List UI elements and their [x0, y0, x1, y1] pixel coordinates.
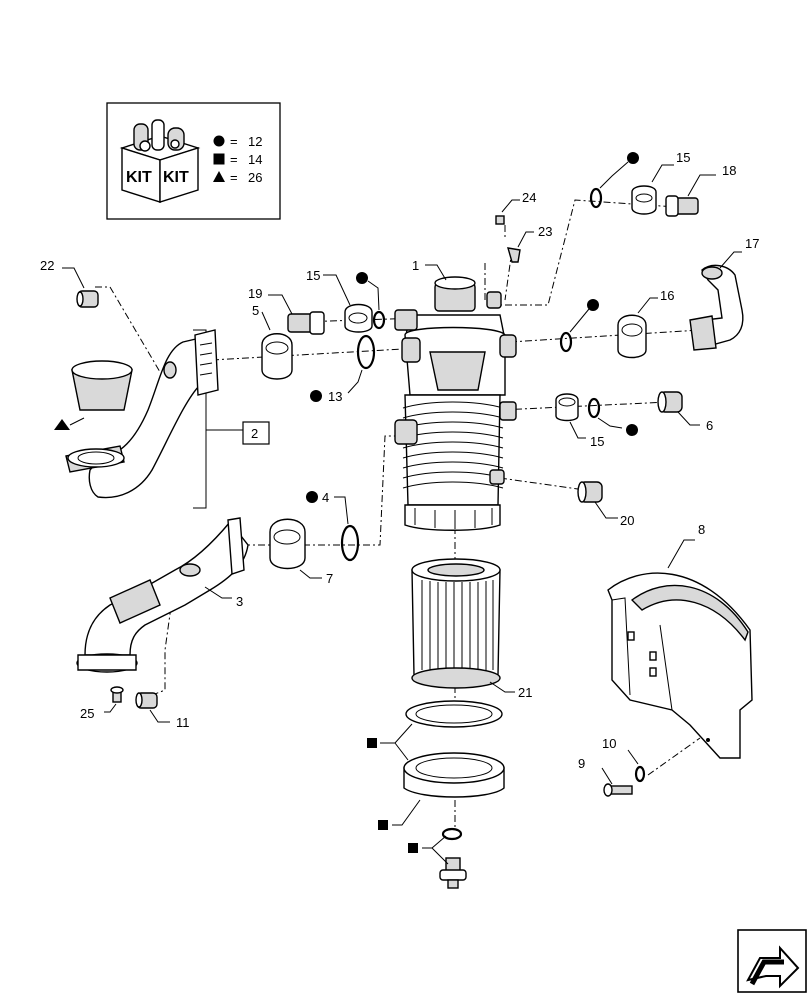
svg-text:12: 12 [248, 134, 262, 149]
callout-24: 24 [522, 190, 536, 205]
oring-top-right [589, 152, 639, 209]
part-13-oring: 13 [310, 334, 376, 404]
svg-text:=: = [230, 170, 238, 185]
square-marker-icon [408, 843, 418, 853]
part-23-bolt: 23 [507, 224, 552, 263]
part-15-clamp-right: 15 [555, 393, 604, 449]
callout-18: 18 [722, 163, 736, 178]
callout-4: 4 [322, 490, 329, 505]
callout-23: 23 [538, 224, 552, 239]
triangle-symbol-icon [213, 171, 225, 182]
drain-fitting [408, 827, 467, 889]
callout-16: 16 [660, 288, 674, 303]
callout-19: 19 [248, 286, 262, 301]
callout-15-right: 15 [590, 434, 604, 449]
circle-marker-icon [627, 152, 639, 164]
callout-11: 11 [176, 715, 190, 730]
part-25-screw: 25 [80, 686, 124, 721]
oring-small-top [356, 272, 386, 330]
callout-3: 3 [236, 594, 243, 609]
part-19-fitting: 19 [248, 286, 325, 335]
circle-symbol-icon [213, 135, 225, 147]
part-18-fitting: 18 [665, 163, 736, 217]
kit-legend: KIT KIT = 12 = 14 = 26 [106, 102, 281, 220]
kit-legend-row-circle: = 12 [213, 134, 262, 149]
upper-intake-hose [65, 329, 219, 499]
callout-7: 7 [326, 571, 333, 586]
callout-8: 8 [698, 522, 705, 537]
triangle-marker-icon [54, 419, 70, 430]
part-10-washer: 10 [602, 736, 646, 783]
callout-10: 10 [602, 736, 616, 751]
part-24-nut: 24 [495, 190, 536, 225]
circle-marker-icon [626, 424, 638, 436]
next-page-arrow-icon[interactable] [737, 929, 807, 993]
part-6-cap: 6 [657, 391, 713, 433]
part-15-clamp-left: 15 [306, 268, 373, 333]
part-11-fitting: 11 [135, 692, 190, 730]
circle-marker-icon [310, 390, 322, 402]
oring-right-lower [587, 397, 638, 436]
kit-label-right: KIT [163, 169, 189, 186]
kit-legend-row-square: = 14 [213, 152, 262, 167]
part-21-filter-element: 21 [411, 558, 532, 700]
part-16-clamp: 16 [617, 288, 674, 359]
square-marker-icon [367, 738, 377, 748]
callout-17: 17 [745, 236, 759, 251]
part-9-bolt: 9 [578, 756, 633, 797]
part-22-fitting [76, 290, 99, 308]
callout-2: 2 [251, 426, 258, 441]
part-15-clamp-top-right: 15 [631, 150, 690, 215]
part-7-clamp: 7 [269, 518, 333, 586]
kit-box-icon: KIT KIT [119, 119, 201, 203]
square-markers-rings [367, 723, 421, 830]
square-marker-icon [378, 820, 388, 830]
callout-13: 13 [328, 389, 342, 404]
callout-1: 1 [412, 258, 419, 273]
callout-9: 9 [578, 756, 585, 771]
callout-22-group: 22 [40, 258, 85, 289]
base-ring [403, 752, 505, 798]
part-5-clamp: 5 [252, 303, 293, 380]
part-2-bracket: 2 [193, 329, 270, 509]
part-8-bracket: 8 [607, 522, 753, 759]
seal-ring-upper [405, 700, 503, 728]
rubber-sleeve [54, 360, 133, 430]
callout-6: 6 [706, 418, 713, 433]
svg-text:=: = [230, 152, 238, 167]
svg-text:=: = [230, 134, 238, 149]
circle-marker-icon [587, 299, 599, 311]
square-symbol-icon [213, 153, 225, 165]
part-3-lower-hose: 3 [76, 517, 249, 673]
kit-label-left: KIT [126, 169, 152, 186]
callout-15-top-right: 15 [676, 150, 690, 165]
svg-text:14: 14 [248, 152, 262, 167]
callout-21: 21 [518, 685, 532, 700]
callout-15-top-left: 15 [306, 268, 320, 283]
svg-text:26: 26 [248, 170, 262, 185]
callout-22: 22 [40, 258, 54, 273]
callout-20: 20 [620, 513, 634, 528]
callout-25: 25 [80, 706, 94, 721]
part-20-cap: 20 [577, 481, 634, 528]
oring-right-middle [559, 299, 599, 353]
callout-5: 5 [252, 303, 259, 318]
circle-marker-icon [356, 272, 368, 284]
part-4-oring: 4 [306, 490, 360, 562]
kit-legend-row-triangle: = 26 [213, 170, 262, 185]
part-1-filter-housing: 1 [394, 258, 517, 531]
circle-marker-icon [306, 491, 318, 503]
part-17-elbow: 17 [689, 236, 759, 351]
